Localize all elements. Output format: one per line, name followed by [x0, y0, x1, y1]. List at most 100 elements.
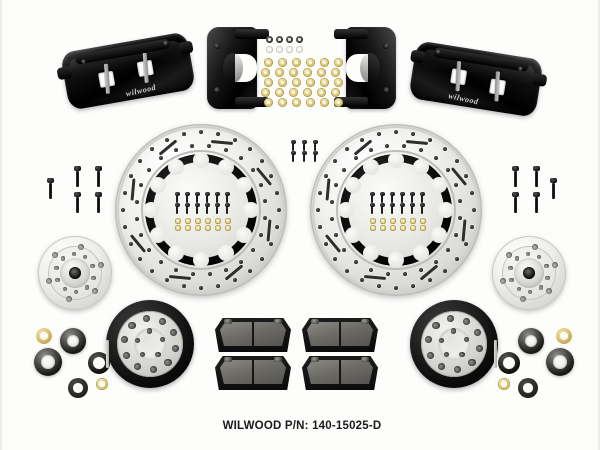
rotor-drilled-hole	[418, 147, 423, 152]
caliper-body	[59, 31, 197, 111]
rotor-drilled-hole	[427, 137, 432, 142]
brake-rotor-right	[310, 124, 482, 296]
rotor-drilled-hole	[174, 147, 179, 152]
rotor-bolt-shank	[421, 206, 424, 214]
rotor-drilled-hole	[259, 159, 265, 164]
rotor-drilled-hole	[138, 232, 143, 237]
bracket-bolt-head	[302, 151, 307, 155]
rotor-bolt-head	[195, 203, 200, 207]
rotor-drilled-hole	[274, 190, 280, 195]
rotor-drilled-hole	[464, 241, 469, 246]
rotor-bolt-head	[185, 192, 190, 196]
rotor-hat-scallop	[149, 177, 166, 193]
hat-mounting-hole	[424, 335, 432, 343]
rotor-bolt-shank	[381, 206, 384, 214]
caliper-mount-ear	[409, 49, 426, 64]
hat-pilot-hole	[438, 337, 445, 344]
caliper-mount-bolt-shank	[535, 170, 538, 187]
hat-mounting-hole	[158, 317, 166, 325]
rotor-hat-scallop	[363, 245, 379, 262]
rotor-drilled-hole	[190, 272, 195, 277]
rotor-hat-scallop	[431, 227, 448, 243]
brake-rotor-left	[115, 124, 287, 296]
caliper-mount-bolt-shank	[535, 196, 538, 213]
hub-stud-hole	[545, 288, 552, 295]
hub-stud-hole	[97, 262, 104, 269]
rotor-bolt-shank	[216, 206, 219, 214]
rotor-drilled-hole	[464, 174, 469, 179]
bracket-bolt-shank	[303, 143, 306, 151]
brake-caliper-right: wilwood	[407, 30, 548, 127]
caliper-mount-bolt-shank	[552, 182, 555, 199]
rotor-drilled-hole	[174, 268, 179, 273]
hat-mounting-hole	[122, 351, 131, 359]
rotor-drilled-hole	[445, 168, 450, 173]
rotor-drilled-hole	[469, 225, 475, 230]
hub-bolt-hole	[508, 266, 513, 271]
rotor-drilled-hole	[159, 259, 164, 264]
hub-stud-hole	[551, 262, 558, 269]
hat-pilot-hole	[155, 351, 161, 357]
bracket-bolt-hole	[214, 43, 220, 49]
rotor-bolt-washer	[380, 225, 386, 231]
rotor-drilled-hole	[345, 268, 350, 274]
rotor-drilled-hole	[137, 159, 143, 164]
hub-bolt-hole	[84, 285, 90, 290]
rotor-bolt-washer	[390, 218, 396, 224]
pad-tab	[274, 319, 282, 324]
rotor-drilled-hole	[317, 225, 323, 230]
rotor-drilled-hole	[333, 183, 338, 188]
hub-stud-hole	[520, 296, 526, 303]
caliper-mount-bolt-shank	[97, 170, 100, 187]
rotor-drilled-hole	[147, 247, 152, 252]
bracket-bolt-shank	[303, 154, 306, 162]
rotor-drilled-hole	[433, 259, 438, 264]
caliper-mount-bolt-shank	[97, 196, 100, 213]
rotor-drilled-hole	[418, 268, 423, 273]
hat-mounting-hole	[149, 366, 158, 374]
rotor-drilled-hole	[454, 159, 460, 164]
rotor-drilled-hole	[232, 137, 237, 142]
rotor-drilled-hole	[128, 241, 133, 246]
rotor-hat-scallop	[236, 177, 253, 193]
rotor-bolt-washer	[185, 225, 191, 231]
hub-bolt-hole	[528, 289, 533, 295]
rotor-bolt-washer	[390, 225, 396, 231]
wheel-bearing-outer	[60, 328, 86, 354]
rotor-hat-scallop	[143, 202, 159, 218]
hat-mounting-hole	[446, 314, 455, 322]
rotor-hat-scallop	[338, 202, 354, 218]
bracket-bolt-hole	[214, 87, 220, 93]
rotor-hat-scallop	[388, 252, 404, 268]
rotor-drilled-hole	[238, 259, 243, 264]
hub-stud-hole	[46, 277, 53, 284]
rotor-bolt-washer	[225, 225, 231, 231]
rotor-drilled-hole	[360, 137, 365, 142]
rotor-drilled-hole	[128, 174, 133, 179]
pad-tab	[274, 357, 282, 362]
rotor-bolt-shank	[411, 195, 414, 203]
pad-tab	[224, 357, 232, 362]
hub-bolt-hole	[90, 263, 95, 269]
rotor-bolt-washer	[420, 225, 426, 231]
rotor-hat-scallop	[363, 158, 379, 175]
rotor-bolt-shank	[421, 195, 424, 203]
rotor-drilled-hole	[393, 285, 399, 291]
rotor-inner-ring	[141, 150, 261, 270]
rotor-drilled-hole	[329, 199, 334, 204]
rotor-drilled-hole	[263, 199, 268, 204]
rotor-hat-scallop	[218, 245, 234, 262]
rotor-bolt-head	[390, 203, 395, 207]
rotor-bolt-head	[400, 192, 405, 196]
pad-slot	[251, 322, 255, 346]
rotor-hat-scallop	[168, 245, 184, 262]
rotor-bolt-shank	[371, 206, 374, 214]
hat-mounting-hole	[171, 345, 180, 353]
rotor-bolt-shank	[196, 206, 199, 214]
hat-mounting-hole	[142, 314, 151, 322]
hat-mounting-hole	[453, 366, 462, 374]
hardware-cluster-center	[260, 30, 350, 108]
rotor-drilled-hole	[181, 283, 186, 289]
rotor-drilled-hole	[259, 256, 265, 261]
rotor-drilled-hole	[385, 143, 390, 148]
